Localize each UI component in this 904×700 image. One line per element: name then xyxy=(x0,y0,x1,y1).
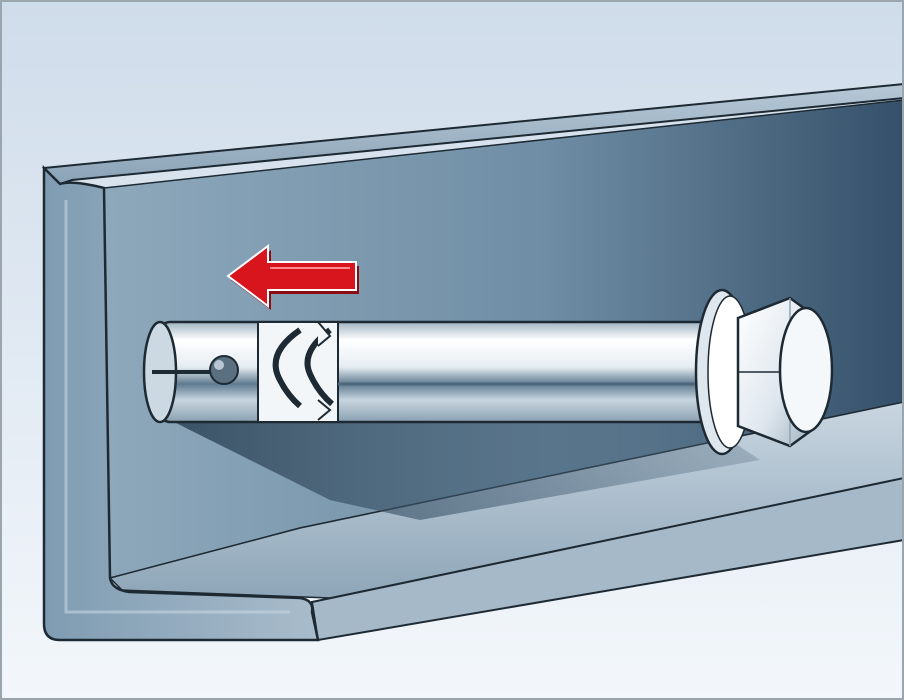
anchor-bolt xyxy=(142,320,722,424)
hex-nut xyxy=(736,296,834,448)
angle-end-section xyxy=(42,164,320,642)
insertion-arrow xyxy=(226,244,359,310)
bolt-pin xyxy=(209,355,239,385)
bolt-pin-highlight xyxy=(214,360,224,370)
bolt-shadow xyxy=(170,420,760,520)
angle-section-highlight xyxy=(64,200,290,614)
expansion-clip xyxy=(257,321,339,423)
bolt-shaft xyxy=(158,320,722,424)
bolt-end-cap xyxy=(778,306,834,434)
